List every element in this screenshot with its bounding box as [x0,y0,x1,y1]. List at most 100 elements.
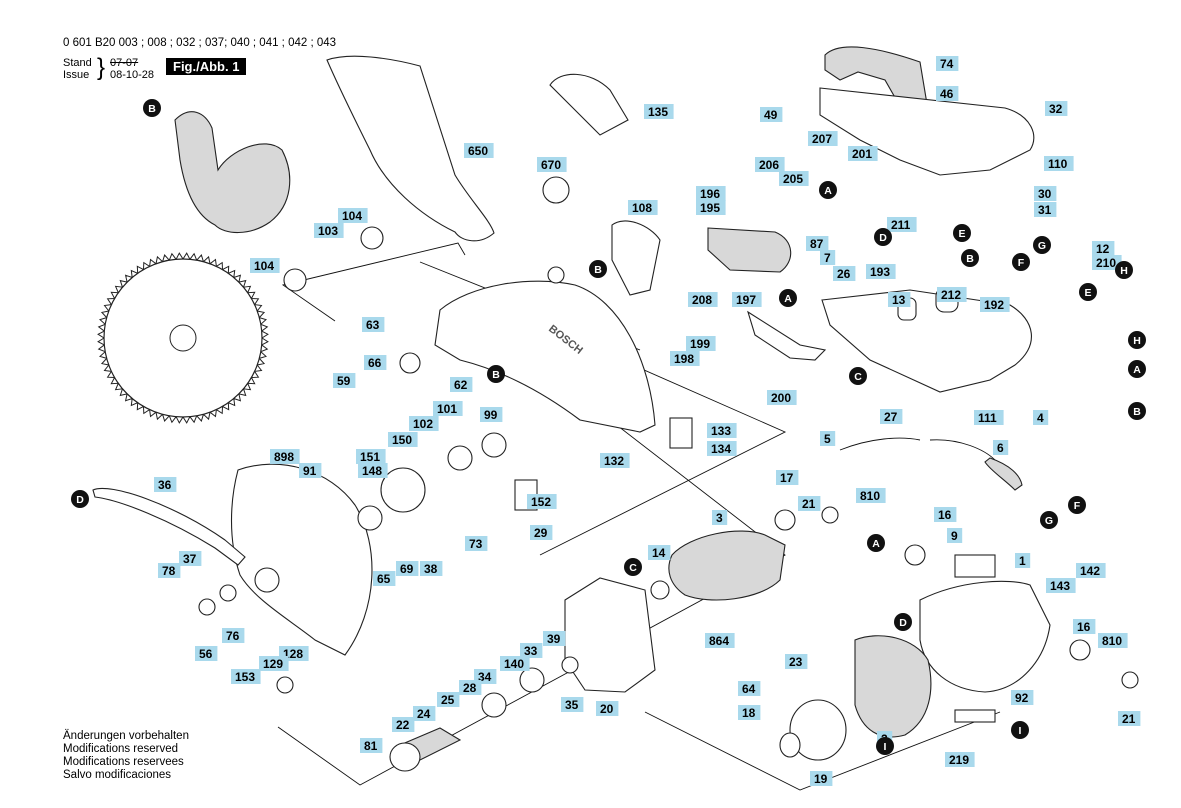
part-number: 92 [1015,691,1029,705]
part-number: 193 [870,265,890,279]
part-label-background [356,449,386,464]
part-label: 26 [833,266,856,281]
reference-marker-circle [1128,360,1146,378]
switch-cover [707,227,792,273]
reference-letter: A [824,185,832,197]
reference-marker: D [894,613,912,631]
armature [668,530,786,601]
reference-marker: C [849,367,867,385]
part-label-background [993,440,1009,455]
field-coil [854,635,932,738]
part-number: 76 [226,629,240,643]
part-label-background [887,217,917,232]
part-number: 59 [337,374,351,388]
part-label: 22 [392,717,415,732]
reference-marker: G [1033,236,1051,254]
reference-marker-circle [1040,511,1058,529]
part-number: 78 [162,564,176,578]
part-number: 91 [303,464,317,478]
part-label: 208 [688,292,718,307]
part-label-background [648,545,671,560]
part-number: 27 [884,410,898,424]
part-label-background [154,477,177,492]
part-label-background [1011,690,1034,705]
part-label: 103 [314,223,344,238]
reference-letter: B [148,103,156,115]
reference-marker-circle [1128,331,1146,349]
part-label-background [686,336,716,351]
part-label-background [798,496,821,511]
part-label: 199 [686,336,716,351]
part-label-background [628,200,658,215]
part-label-background [543,631,566,646]
part-label: 6 [993,440,1009,455]
part-number: 898 [274,450,294,464]
left-bracket [174,111,291,234]
part-number: 22 [396,718,410,732]
part-label-background [696,186,726,201]
reference-marker-circle [819,181,837,199]
part-label-background [974,410,1004,425]
reference-marker-circle [849,367,867,385]
reference-letter: G [1045,515,1053,527]
part-label-background [450,377,473,392]
part-number: 49 [764,108,778,122]
part-label: 219 [945,752,975,767]
part-number: 87 [810,237,824,251]
upper-blade-guard [434,280,656,433]
part-label-background [644,104,674,119]
part-label: 27 [880,409,903,424]
part-label-background [848,146,878,161]
reference-marker-circle [1068,496,1086,514]
part-label-background [779,171,809,186]
part-label: 39 [543,631,566,646]
part-label: 102 [409,416,439,431]
part-label-background [1044,156,1074,171]
reference-letter: I [1019,725,1022,737]
reference-marker-circle [867,534,885,552]
part-number: 142 [1080,564,1100,578]
part-label: 3 [712,510,728,525]
reference-marker-circle [487,365,505,383]
part-label: 30 [1034,186,1057,201]
part-label-background [362,317,385,332]
part-number: 73 [469,537,483,551]
part-label-background [934,507,957,522]
reference-marker-circle [71,490,89,508]
part-label-background [396,561,419,576]
model-numbers: 0 601 B20 003 ; 008 ; 032 ; 037; 040 ; 0… [63,37,337,49]
part-number: 6 [997,441,1004,455]
part-number: 30 [1038,187,1052,201]
part-number: 108 [632,201,652,215]
part-label: 142 [1076,563,1106,578]
part-label-background [760,107,783,122]
part-label-background [785,654,808,669]
footer-line-es: Salvo modificaciones [63,769,172,781]
part-label: 193 [866,264,896,279]
part-label: 108 [628,200,658,215]
part-number: 69 [400,562,414,576]
part-label: 148 [358,463,388,478]
part-number: 211 [891,218,911,232]
part-label-background [1092,241,1115,256]
part-label-background [738,705,761,720]
part-label: 211 [887,217,917,232]
part-number: 21 [1122,712,1136,726]
part-label: 133 [707,423,737,438]
part-label-background [364,355,387,370]
reference-marker-circle [624,558,642,576]
issue-value: 08-10-28 [110,69,155,81]
part-label: 111 [974,410,1004,425]
part-label-background [1092,255,1122,270]
part-label: 24 [413,706,436,721]
reference-marker: G [1040,511,1058,529]
part-number: 23 [789,655,803,669]
reference-letter: B [594,264,602,276]
part-label-background [1046,578,1076,593]
reference-letter: C [854,371,862,383]
part-label-background [820,431,836,446]
part-label-background [299,463,322,478]
part-label: 192 [980,297,1010,312]
part-number: 56 [199,647,213,661]
part-number: 201 [852,147,872,161]
